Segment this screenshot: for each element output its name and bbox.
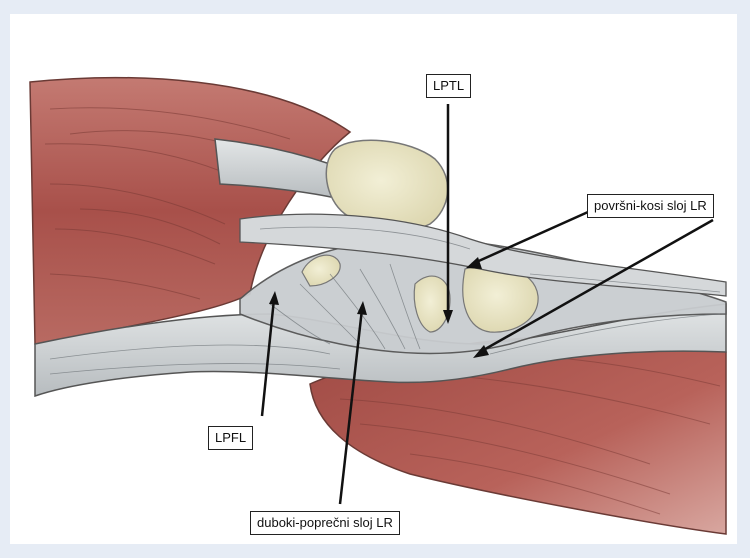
- label-deep-layer: duboki-poprečni sloj LR: [250, 511, 400, 535]
- figure-frame: LPTL površni-kosi sloj LR LPFL duboki-po…: [10, 14, 737, 544]
- knee-anatomy-illustration: [10, 14, 737, 544]
- label-lpfl: LPFL: [208, 426, 253, 450]
- label-superficial-layer: površni-kosi sloj LR: [587, 194, 714, 218]
- label-lptl: LPTL: [426, 74, 471, 98]
